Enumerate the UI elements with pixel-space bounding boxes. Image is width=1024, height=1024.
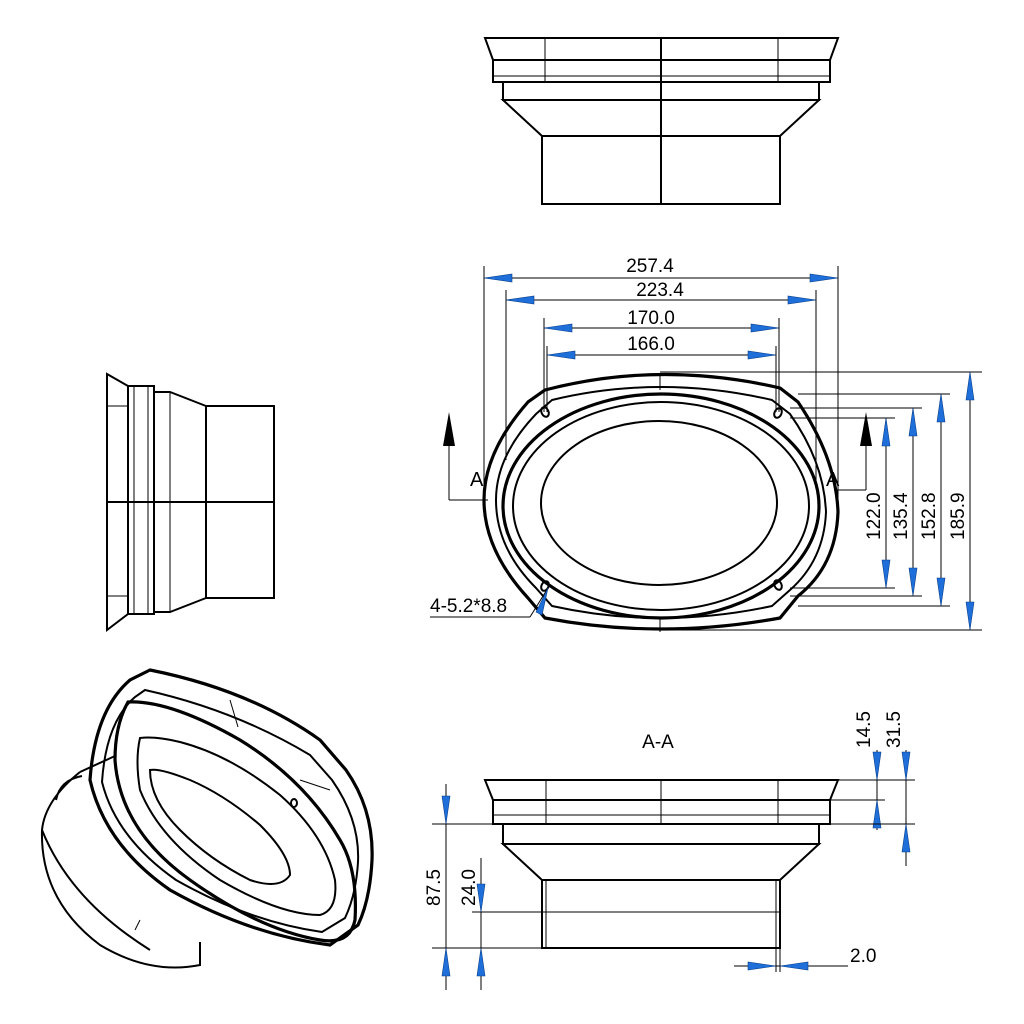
hole-callout: 4-5.2*8.8 xyxy=(430,587,549,618)
svg-text:122.0: 122.0 xyxy=(864,492,885,540)
mount-hole xyxy=(540,580,550,592)
svg-text:A: A xyxy=(470,469,484,491)
mount-hole xyxy=(773,579,783,591)
svg-text:223.4: 223.4 xyxy=(636,280,684,301)
dim-170: 170.0 xyxy=(543,308,780,412)
flange-ring xyxy=(501,392,821,620)
svg-text:152.8: 152.8 xyxy=(919,492,940,540)
dim-135: 135.4 xyxy=(790,407,922,597)
svg-text:24.0: 24.0 xyxy=(459,869,480,906)
dim-223: 223.4 xyxy=(505,280,817,480)
dim-14-5: 14.5 xyxy=(830,711,915,830)
section-marker-right: A xyxy=(826,412,872,491)
inner-opening xyxy=(540,420,778,586)
dim-87-5: 87.5 xyxy=(424,784,542,990)
top-elevation-view xyxy=(483,37,840,205)
svg-text:A: A xyxy=(826,469,840,491)
svg-text:185.9: 185.9 xyxy=(948,492,969,540)
svg-text:31.5: 31.5 xyxy=(884,711,905,748)
dim-31-5: 31.5 xyxy=(830,711,915,866)
svg-text:170.0: 170.0 xyxy=(627,308,675,329)
left-side-view xyxy=(106,372,275,633)
dim-257: 257.4 xyxy=(483,256,839,500)
svg-text:4-5.2*8.8: 4-5.2*8.8 xyxy=(430,596,507,617)
mount-hole xyxy=(773,407,783,419)
svg-text:87.5: 87.5 xyxy=(424,869,445,906)
dim-122: 122.0 xyxy=(790,417,895,589)
dim-2-0: 2.0 xyxy=(734,946,876,972)
svg-text:2.0: 2.0 xyxy=(850,946,876,967)
svg-text:A-A: A-A xyxy=(642,732,674,753)
svg-text:135.4: 135.4 xyxy=(891,492,912,540)
outer-frame xyxy=(482,372,840,631)
svg-text:14.5: 14.5 xyxy=(854,711,875,748)
front-view xyxy=(482,372,840,632)
mount-hole xyxy=(540,406,550,418)
svg-text:257.4: 257.4 xyxy=(626,256,674,277)
dim-166: 166.0 xyxy=(546,334,777,412)
section-marker-left: A xyxy=(443,412,488,501)
svg-text:166.0: 166.0 xyxy=(627,334,675,355)
isometric-view xyxy=(40,668,374,969)
dim-185: 185.9 xyxy=(660,371,982,631)
dim-24-0: 24.0 xyxy=(459,858,542,990)
section-aa-view: A-A xyxy=(483,732,840,949)
dim-152: 152.8 xyxy=(798,393,950,607)
